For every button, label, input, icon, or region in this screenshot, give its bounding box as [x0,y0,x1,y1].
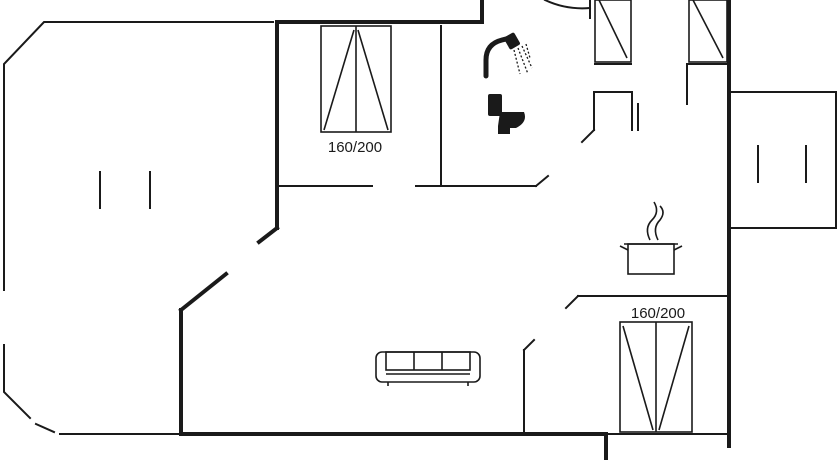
bed-1: 160/200 [320,25,392,156]
walls [3,0,837,460]
left-room-wall [3,21,274,291]
sofa-icon [375,351,481,386]
bed-1-diag-a [323,29,355,131]
closets [594,0,728,65]
bathroom-door-jamb [534,174,550,188]
top-wall [275,0,484,24]
bath-corner-wall [580,128,596,144]
bedroom2-left-jamb [522,338,536,352]
left-corner-segment [34,422,56,434]
toilet-icon [488,94,525,134]
bed-2: 160/200 [619,305,693,433]
door-swing-arc [543,0,592,10]
closet-left [594,0,632,63]
entrance-annex-wall [730,91,837,229]
bedroom1-corner-wall [256,225,280,245]
closet-right-diagonal [692,0,724,59]
living-diagonal-wall [178,271,229,313]
left-room-lower-wall [3,344,32,420]
bed-1-diag-b [357,29,389,131]
bedroom2-door-jamb [564,294,580,310]
shower-icon [483,32,533,79]
closet-right [688,0,728,63]
cooking-pot-icon [619,201,683,275]
bed-2-size-label: 160/200 [631,305,685,322]
bed-2-diag-a [622,325,654,431]
bed-1-size-label: 160/200 [328,139,382,156]
closet-left-diagonal [598,0,628,59]
bed-2-diag-b [658,325,690,431]
